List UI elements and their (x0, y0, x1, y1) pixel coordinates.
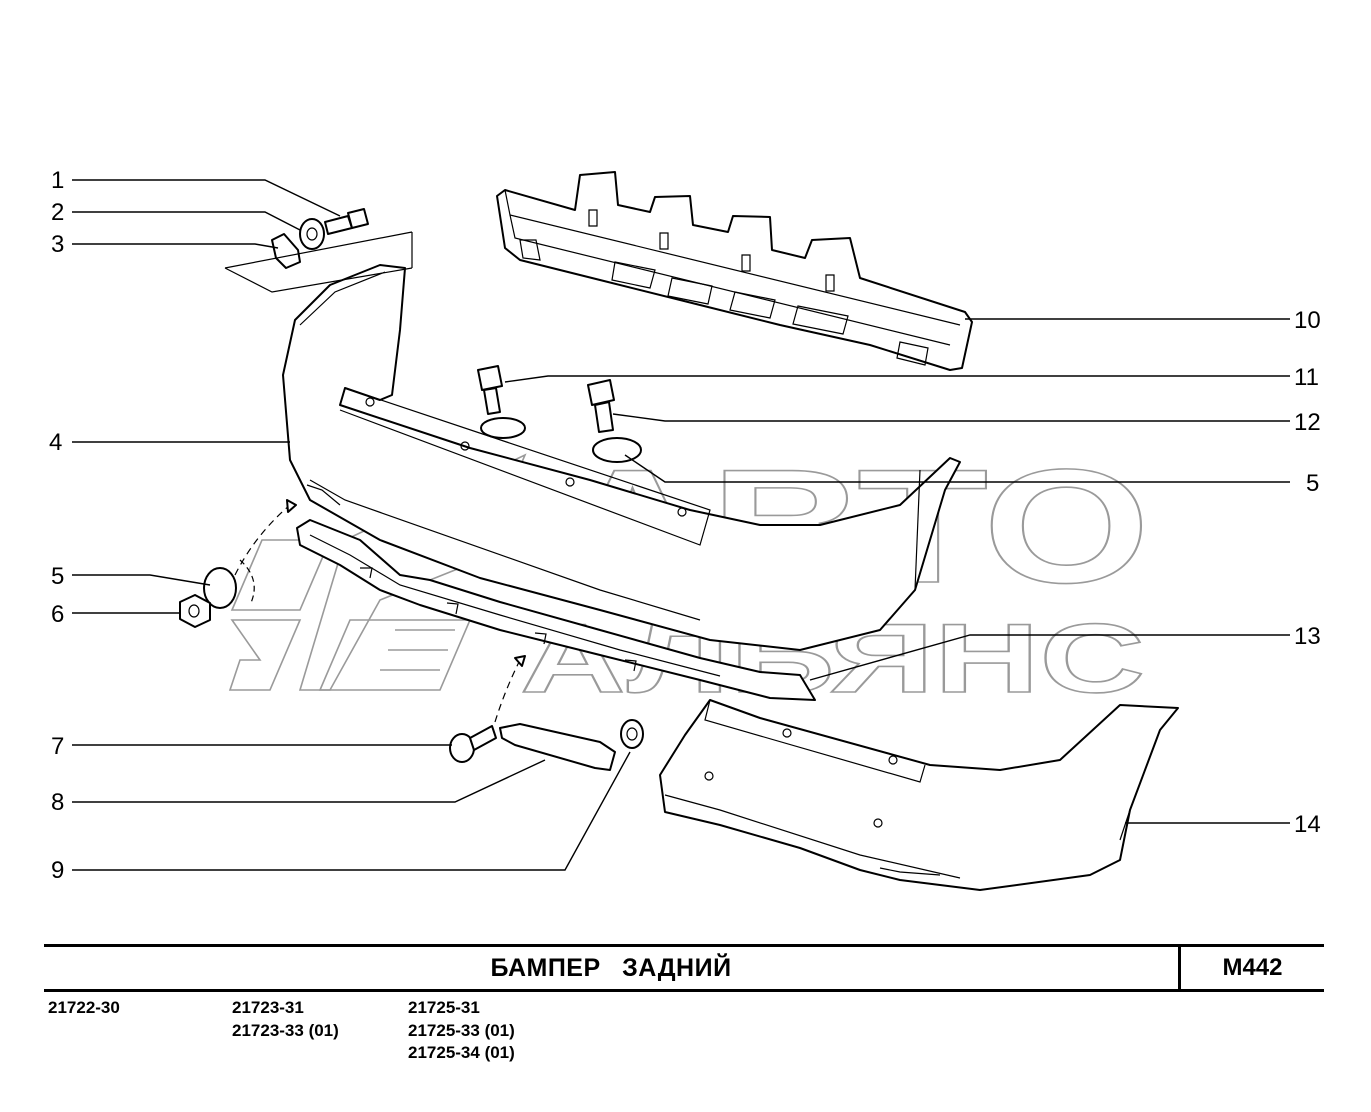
title-block: БАМПЕР ЗАДНИЙ M442 (44, 944, 1324, 992)
callout-2: 2 (51, 199, 64, 226)
callout-11: 11 (1294, 364, 1319, 391)
callout-4: 4 (49, 429, 62, 456)
fastener-nut-9 (620, 719, 644, 749)
title-divider (1178, 947, 1181, 989)
callout-14: 14 (1294, 811, 1321, 838)
fastener-bolt-11 (477, 365, 526, 439)
model-code: 21725-33 (01) (408, 1020, 515, 1040)
model-list-column-3: 21725-31 21725-33 (01) 21725-34 (01) (408, 997, 515, 1065)
part-bumper-cover-alt (659, 699, 1179, 891)
callout-6: 6 (51, 601, 64, 628)
reflector-8 (499, 723, 616, 771)
model-code: 21725-31 (408, 998, 480, 1017)
callout-8: 8 (51, 789, 64, 816)
model-list-column-1: 21722-30 (48, 997, 120, 1020)
fastener-screw-7 (449, 725, 497, 763)
callout-10: 10 (1294, 307, 1321, 334)
callouts: 1 2 3 4 5 6 7 8 9 10 11 12 5 13 14 (49, 167, 1321, 884)
fastener-washer-2 (299, 218, 325, 250)
diagram-code: M442 (1222, 954, 1283, 981)
fastener-washer-5a (203, 559, 255, 609)
model-code: 21723-33 (01) (232, 1020, 339, 1040)
part-lower-reinforcement (296, 519, 816, 701)
watermark-logo-icon (228, 453, 527, 691)
leader-lines (72, 179, 1290, 871)
model-code: 21723-31 (232, 998, 304, 1017)
model-list-column-2: 21723-31 21723-33 (01) (232, 997, 339, 1042)
callout-9: 9 (51, 857, 64, 884)
callout-13: 13 (1294, 623, 1321, 650)
part-energy-absorber (496, 171, 973, 371)
model-code: 21725-34 (01) (408, 1043, 515, 1062)
callout-5-left: 5 (51, 563, 64, 590)
callout-12: 12 (1294, 409, 1321, 436)
assembly-arrows (234, 499, 526, 723)
parts-diagram: АВТО АЛЬЯНС (49, 167, 1321, 891)
callout-5-right: 5 (1306, 470, 1319, 497)
fastener-bolt-12 (587, 379, 642, 463)
fastener-screw-1 (324, 208, 369, 235)
part-bumper-cover (282, 264, 961, 651)
model-code: 21722-30 (48, 998, 120, 1017)
page-title: БАМПЕР ЗАДНИЙ (490, 953, 732, 982)
fastener-nut-6 (179, 594, 211, 628)
callout-1: 1 (51, 167, 64, 194)
callout-7: 7 (51, 733, 64, 760)
callout-3: 3 (51, 231, 64, 258)
fastener-clip-3 (224, 231, 413, 293)
